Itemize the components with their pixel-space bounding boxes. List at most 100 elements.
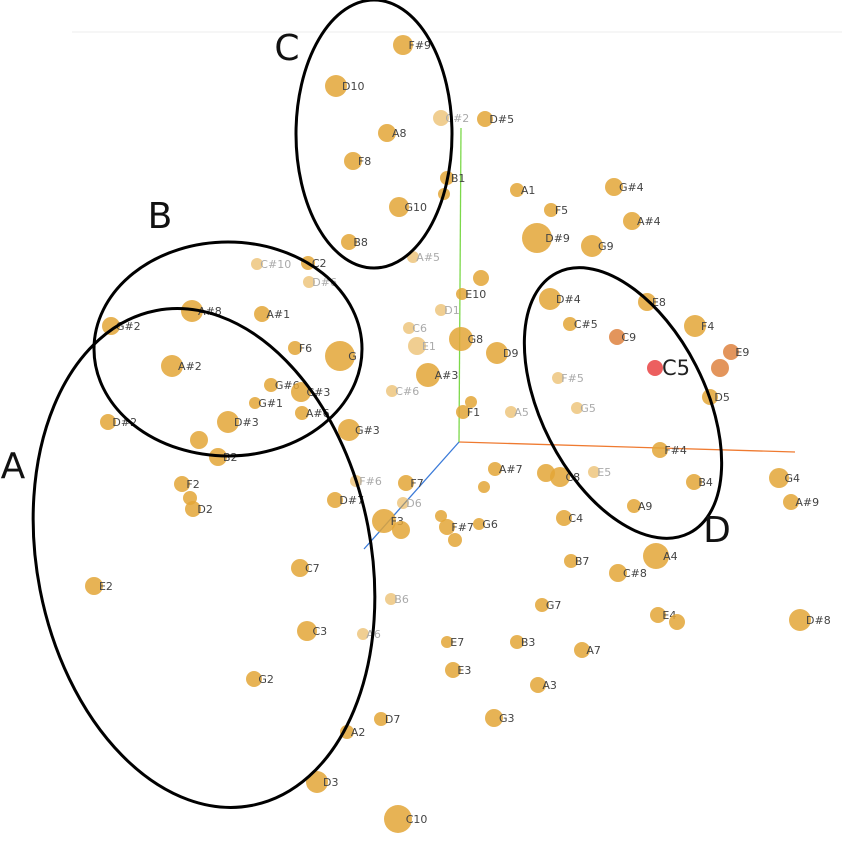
point-E10[interactable] — [456, 288, 468, 300]
point-D1[interactable] — [435, 304, 447, 316]
point-Ds2[interactable] — [100, 414, 116, 430]
point-F7[interactable] — [398, 475, 414, 491]
point-D9[interactable] — [486, 342, 508, 364]
point-label: D#7 — [339, 494, 364, 507]
point-B7[interactable] — [564, 554, 578, 568]
point-A7[interactable] — [574, 642, 590, 658]
point-Cs3[interactable] — [291, 382, 311, 402]
point-Gs4[interactable] — [605, 178, 623, 196]
point-As1[interactable] — [254, 306, 270, 322]
point-E1[interactable] — [408, 337, 426, 355]
point-unlabeled-75[interactable] — [435, 510, 447, 522]
point-Fs7[interactable] — [439, 519, 455, 535]
point-As7[interactable] — [488, 462, 502, 476]
point-C6[interactable] — [403, 322, 415, 334]
point-Ds6[interactable] — [303, 276, 315, 288]
point-E4[interactable] — [650, 607, 666, 623]
point-Cs5[interactable] — [563, 317, 577, 331]
point-Ds9[interactable] — [522, 223, 552, 253]
point-F4[interactable] — [684, 315, 706, 337]
point-F2[interactable] — [174, 476, 190, 492]
point-C7[interactable] — [291, 559, 309, 577]
point-A1[interactable] — [510, 183, 524, 197]
point-C4[interactable] — [556, 510, 572, 526]
point-As4[interactable] — [623, 212, 641, 230]
point-A6[interactable] — [357, 628, 369, 640]
point-As6[interactable] — [295, 406, 309, 420]
point-A4[interactable] — [643, 543, 669, 569]
point-D3[interactable] — [306, 771, 328, 793]
point-B6[interactable] — [385, 593, 397, 605]
point-G7[interactable] — [535, 598, 549, 612]
point-Gs2[interactable] — [102, 317, 120, 335]
point-C5[interactable] — [647, 360, 663, 376]
point-label: C6 — [412, 322, 427, 335]
point-Ds7[interactable] — [327, 492, 343, 508]
cluster-outline-d — [522, 266, 724, 540]
point-unlabeled-67[interactable] — [478, 481, 490, 493]
point-Ds5[interactable] — [477, 111, 493, 127]
point-E2[interactable] — [85, 577, 103, 595]
point-As2[interactable] — [161, 355, 183, 377]
point-As3[interactable] — [416, 363, 440, 387]
point-Ds8[interactable] — [789, 609, 811, 631]
point-Ds3[interactable] — [217, 411, 239, 433]
point-C3[interactable] — [297, 621, 317, 641]
point-B8[interactable] — [341, 234, 357, 250]
point-G9[interactable] — [581, 235, 603, 257]
point-D7[interactable] — [374, 712, 388, 726]
point-G6[interactable] — [473, 518, 485, 530]
point-unlabeled-56[interactable] — [190, 431, 208, 449]
point-F3[interactable] — [372, 509, 396, 533]
point-C9[interactable] — [609, 329, 625, 345]
point-A9[interactable] — [627, 499, 641, 513]
point-E5[interactable] — [588, 466, 600, 478]
point-Fs5[interactable] — [552, 372, 564, 384]
point-F6[interactable] — [288, 341, 302, 355]
point-G4[interactable] — [769, 468, 789, 488]
point-D6[interactable] — [397, 497, 409, 509]
point-E7[interactable] — [441, 636, 453, 648]
point-G[interactable] — [325, 341, 355, 371]
point-Gs1[interactable] — [249, 397, 261, 409]
point-Cs8[interactable] — [609, 564, 627, 582]
point-Ds4[interactable] — [539, 288, 561, 310]
point-Cs6[interactable] — [386, 385, 398, 397]
point-F8[interactable] — [344, 152, 362, 170]
point-Cs10[interactable] — [251, 258, 263, 270]
point-label: B2 — [223, 451, 238, 464]
point-A2[interactable] — [340, 725, 354, 739]
point-label: G4 — [785, 472, 801, 485]
point-C10[interactable] — [384, 805, 412, 833]
point-E3[interactable] — [445, 662, 461, 678]
point-Cs2[interactable] — [433, 110, 449, 126]
point-A3[interactable] — [530, 677, 546, 693]
point-unlabeled-81[interactable] — [448, 533, 462, 547]
point-G10[interactable] — [389, 197, 409, 217]
point-A8[interactable] — [378, 124, 396, 142]
point-B4[interactable] — [686, 474, 702, 490]
point-Gs6[interactable] — [264, 378, 278, 392]
point-E9[interactable] — [723, 344, 739, 360]
point-unlabeled-40[interactable] — [711, 359, 729, 377]
point-Fs4[interactable] — [652, 442, 668, 458]
point-G5[interactable] — [571, 402, 583, 414]
point-unlabeled-77[interactable] — [392, 521, 410, 539]
point-F5[interactable] — [544, 203, 558, 217]
point-As9[interactable] — [783, 494, 799, 510]
point-G8[interactable] — [449, 327, 473, 351]
point-unlabeled-20[interactable] — [473, 270, 489, 286]
point-G3[interactable] — [485, 709, 503, 727]
point-Gs3[interactable] — [338, 419, 360, 441]
point-D10[interactable] — [325, 75, 347, 97]
point-unlabeled-90[interactable] — [669, 614, 685, 630]
point-G2[interactable] — [246, 671, 262, 687]
point-D2[interactable] — [185, 501, 201, 517]
point-A5[interactable] — [505, 406, 517, 418]
point-Fs9[interactable] — [393, 35, 413, 55]
point-C8[interactable] — [550, 467, 570, 487]
point-unlabeled-47[interactable] — [465, 396, 477, 408]
point-B3[interactable] — [510, 635, 524, 649]
point-F1[interactable] — [456, 405, 470, 419]
